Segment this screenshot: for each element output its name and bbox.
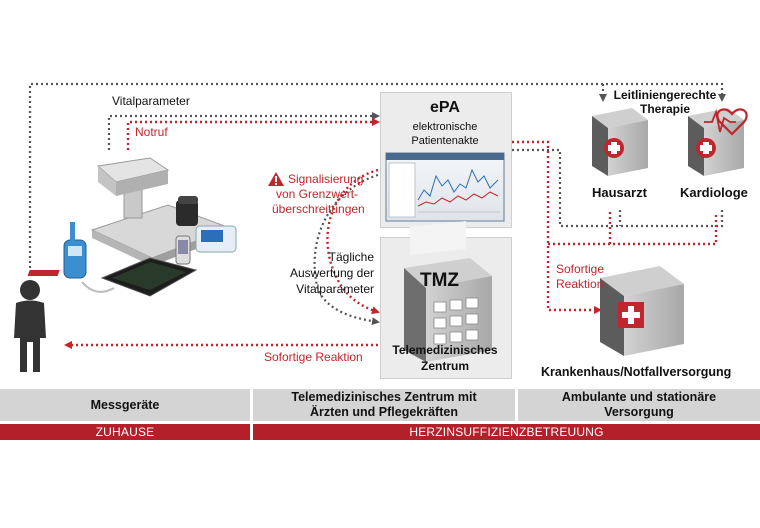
warning-icon (268, 172, 284, 186)
hausarzt-cross-icon (604, 138, 624, 158)
krankenhaus-label: Krankenhaus/Notfallversorgung (541, 365, 732, 379)
band-tmz-line1: Telemedizinisches Zentrum mit (291, 390, 477, 404)
tmz-building-icon (404, 221, 492, 362)
tmz-badge: TMZ (420, 270, 460, 291)
signal-label-3: überschreitungen (272, 202, 365, 216)
epa-subtitle-1: elektronische (412, 121, 478, 133)
vitalparameter-label: Vitalparameter (112, 94, 190, 108)
band-messgeraete: Messgeräte (0, 389, 250, 421)
epa-to-care-line (512, 148, 724, 228)
top-loop-line (28, 82, 726, 268)
band-tmz: Telemedizinisches Zentrum mit Ärzten und… (253, 389, 515, 421)
footer-zuhause: ZUHAUSE (0, 424, 250, 440)
kardiologe-cross-icon (696, 138, 716, 158)
epa-screen (385, 152, 505, 222)
sofortige-reaktion-label: Sofortige Reaktion (264, 350, 363, 364)
epa-to-tmz-line (313, 173, 380, 326)
epa-title: ePA (430, 99, 460, 116)
tmz-label-1: Telemedizinisches (392, 343, 498, 357)
epa-to-krankenhaus-line (512, 140, 602, 314)
sofortige-label-1: Sofortige (556, 262, 605, 276)
leitlinien-label-2: Therapie (639, 102, 690, 116)
taegliche-label-2: Auswertung der (289, 266, 374, 280)
taegliche-label-3: Vitalparameter (296, 282, 374, 296)
hausarzt-label: Hausarzt (592, 185, 647, 200)
footer-zuhause-label: ZUHAUSE (95, 425, 155, 439)
vitalparam-line (107, 112, 380, 150)
footer-herzinsuffizienz-label: HERZINSUFFIZIENZBETREUUNG (409, 425, 604, 439)
band-versorgung: Ambulante und stationäre Versorgung (518, 389, 760, 421)
band-messgeraete-label: Messgeräte (90, 397, 160, 412)
band-versorgung-line1: Ambulante und stationäre (561, 390, 717, 404)
krankenhaus-building-icon (600, 266, 684, 356)
device-cluster (27, 157, 237, 297)
kardiologe-building-icon (688, 108, 748, 176)
signal-label-1: Signalisierung (288, 172, 364, 186)
epa-subtitle-2: Patientenakte (411, 135, 479, 147)
hausarzt-building-icon (592, 108, 648, 176)
red-hausarzt-line (548, 212, 718, 246)
kardiologe-label: Kardiologe (680, 185, 748, 200)
person-icon (14, 280, 46, 372)
footer-herzinsuffizienz: HERZINSUFFIZIENZBETREUUNG (253, 424, 760, 440)
taegliche-label-1: Tägliche (328, 250, 374, 264)
leitlinien-label-1: Leitliniengerechte (613, 88, 717, 102)
notruf-label: Notruf (135, 125, 168, 139)
signal-label-2: von Grenzwert- (276, 187, 359, 201)
band-versorgung-line2: Versorgung (604, 405, 674, 419)
krankenhaus-cross-icon (618, 302, 644, 328)
sofortige-label-2: Reaktion (556, 277, 604, 291)
tmz-label-2: Zentrum (421, 359, 469, 373)
band-tmz-line2: Ärzten und Pflegekräften (310, 405, 458, 419)
heart-ecg-icon (704, 108, 748, 136)
